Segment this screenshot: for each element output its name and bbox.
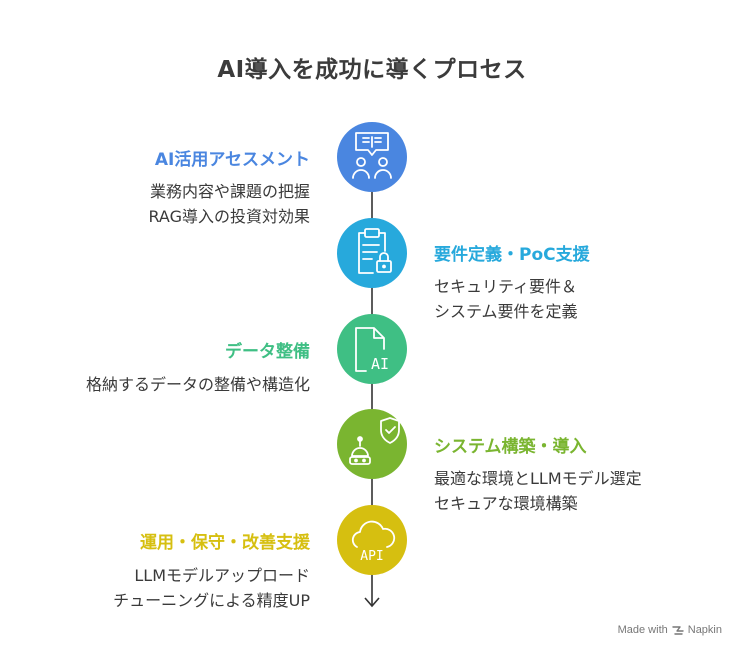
step-3-description: 格納するデータの整備や構造化	[86, 372, 310, 397]
step-2-title: 要件定義・PoC支援	[434, 245, 590, 265]
ai-document-icon: AI	[355, 327, 389, 373]
napkin-logo-icon	[672, 625, 684, 635]
ai-label: AI	[371, 355, 389, 373]
diagram-title: AI導入を成功に導くプロセス	[217, 57, 527, 83]
credit-brand: Napkin	[687, 624, 722, 636]
step-2-line-1: セキュリティ要件＆	[434, 277, 578, 296]
robot-shield-icon	[349, 417, 400, 465]
step-4-title: システム構築・導入	[434, 437, 587, 457]
requirements-clipboard-icon	[358, 228, 392, 274]
step-1-node	[337, 122, 407, 192]
step-3-title: データ整備	[225, 342, 310, 362]
timeline-arrowhead	[364, 597, 380, 608]
step-2-node	[337, 218, 407, 288]
step-4-description: 最適な環境とLLMモデル選定 セキュアな環境構築	[434, 466, 642, 516]
step-1-description: 業務内容や課題の把握 RAG導入の投資対効果	[148, 179, 310, 229]
napkin-credit[interactable]: Made with Napkin	[618, 624, 722, 636]
api-label: API	[360, 549, 383, 564]
step-2-description: セキュリティ要件＆ システム要件を定義	[434, 274, 578, 324]
step-1-line-2: RAG導入の投資対効果	[148, 207, 310, 226]
step-3-line-1: 格納するデータの整備や構造化	[85, 375, 310, 394]
step-5-line-1: LLMモデルアップロード	[134, 566, 310, 585]
step-4-node	[337, 409, 407, 479]
step-1-title: AI活用アセスメント	[154, 150, 310, 170]
step-1-line-1: 業務内容や課題の把握	[149, 182, 310, 201]
step-5-line-2: チューニングによる精度UP	[113, 591, 310, 610]
api-cloud-icon: API	[351, 520, 396, 564]
step-5-description: LLMモデルアップロード チューニングによる精度UP	[113, 563, 310, 613]
step-4-line-1: 最適な環境とLLMモデル選定	[434, 469, 642, 488]
step-2-line-2: システム要件を定義	[434, 302, 578, 321]
credit-text: Made with	[617, 624, 668, 636]
assessment-icon	[352, 132, 392, 179]
step-5-node: API	[337, 505, 407, 575]
step-4-line-2: セキュアな環境構築	[434, 494, 578, 513]
step-3-node: AI	[337, 314, 407, 384]
step-5-title: 運用・保守・改善支援	[140, 533, 310, 553]
